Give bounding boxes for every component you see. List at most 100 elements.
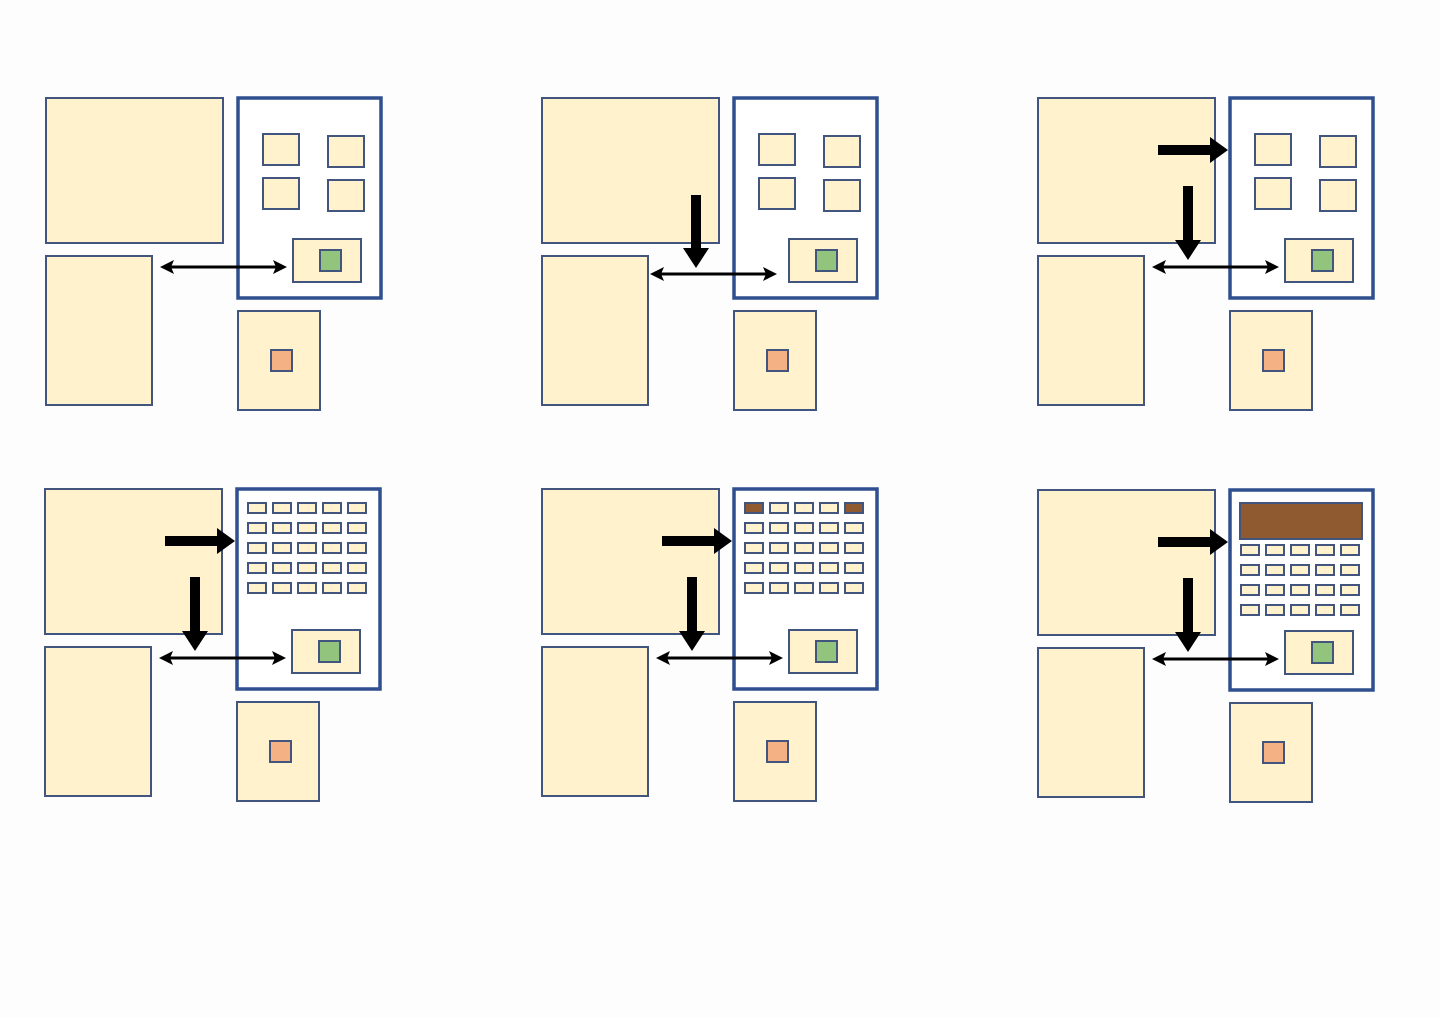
panel-step-2 [541, 96, 879, 411]
arrow-right-icon [1158, 529, 1228, 555]
grid-cell [819, 522, 839, 534]
pink-square [766, 740, 789, 763]
grid-cell [1240, 584, 1260, 596]
green-square [815, 249, 838, 272]
arrowhead-left-icon [1152, 652, 1166, 666]
grid-cell [794, 542, 814, 554]
grid-cell [1265, 564, 1285, 576]
lower-left-box [45, 255, 153, 406]
grid-cell [1315, 584, 1335, 596]
panel-step-1 [45, 96, 383, 411]
pink-square [269, 740, 292, 763]
arrow-down-icon [683, 195, 709, 268]
grid-cell [322, 582, 342, 594]
green-square [319, 249, 342, 272]
arrow-down-icon [1175, 578, 1201, 652]
grid-cell [794, 582, 814, 594]
small-box [1319, 179, 1357, 212]
grid-cell [819, 542, 839, 554]
bottom-box [236, 701, 320, 802]
grid-cell [819, 562, 839, 574]
small-box [327, 135, 365, 168]
grid-cell [819, 502, 839, 514]
lower-left-box [1037, 255, 1145, 406]
grid-cell [844, 522, 864, 534]
grid-cell [794, 522, 814, 534]
grid-cell [1265, 584, 1285, 596]
large-top-left-box [45, 97, 224, 244]
grid-cell [1290, 564, 1310, 576]
grid-cell [794, 562, 814, 574]
lower-left-box [541, 646, 649, 797]
grid-cell [347, 542, 367, 554]
grid-cell [297, 562, 317, 574]
arrow-down-icon [182, 577, 208, 651]
lower-left-box [1037, 647, 1145, 798]
grid-cell [247, 522, 267, 534]
grid-cell [1240, 604, 1260, 616]
grid-cell [1240, 544, 1260, 556]
arrow-right-icon [662, 528, 732, 554]
grid-cell [1290, 544, 1310, 556]
arrowhead-left-icon [650, 267, 664, 281]
arrow-down-icon [679, 577, 705, 651]
grid-cell [1265, 604, 1285, 616]
arrow-right-icon [1158, 137, 1228, 163]
small-box [1319, 135, 1357, 168]
grid-cell [844, 582, 864, 594]
grid-cell [297, 582, 317, 594]
grid-cell [297, 542, 317, 554]
grid-cell [247, 562, 267, 574]
grid-cell [272, 502, 292, 514]
grid-cell [272, 562, 292, 574]
grid-cell [1315, 604, 1335, 616]
panel-step-6 [1037, 488, 1375, 803]
arrowhead-left-icon [656, 651, 670, 665]
grid-cell [1290, 604, 1310, 616]
grid-cell [1315, 544, 1335, 556]
grid-cell [322, 522, 342, 534]
grid-cell [322, 502, 342, 514]
pink-square [766, 349, 789, 372]
grid-cell [744, 522, 764, 534]
grid-cell [1265, 544, 1285, 556]
green-square [1311, 249, 1334, 272]
arrowhead-right-icon [769, 651, 783, 665]
small-box [1254, 133, 1292, 166]
grid-cell [322, 542, 342, 554]
arrowhead-left-icon [1152, 260, 1166, 274]
lower-left-box [44, 646, 152, 797]
grid-cell [1315, 564, 1335, 576]
grid-cell [844, 562, 864, 574]
arrowhead-left-icon [160, 260, 174, 274]
grid-cell [794, 502, 814, 514]
arrowhead-right-icon [1265, 260, 1279, 274]
grid-cell [844, 502, 864, 514]
grid-cell [769, 502, 789, 514]
grid-cell [744, 562, 764, 574]
arrowhead-right-icon [763, 267, 777, 281]
merged-brown-bar [1239, 502, 1363, 540]
panel-step-4 [44, 487, 382, 802]
grid-cell [247, 502, 267, 514]
grid-cell [272, 582, 292, 594]
grid-cell [272, 542, 292, 554]
grid-cell [247, 542, 267, 554]
grid-cell [322, 562, 342, 574]
grid-cell [347, 582, 367, 594]
grid-cell [744, 542, 764, 554]
small-box [262, 177, 300, 210]
grid-cell [769, 522, 789, 534]
green-square [815, 640, 838, 663]
panel-step-3 [1037, 96, 1375, 411]
small-box [327, 179, 365, 212]
arrowhead-left-icon [159, 651, 173, 665]
grid-cell [347, 522, 367, 534]
panel-step-5 [541, 487, 879, 802]
grid-cell [347, 562, 367, 574]
pink-square [1262, 741, 1285, 764]
grid-cell [297, 522, 317, 534]
small-box [1254, 177, 1292, 210]
grid-cell [297, 502, 317, 514]
lower-left-box [541, 255, 649, 406]
